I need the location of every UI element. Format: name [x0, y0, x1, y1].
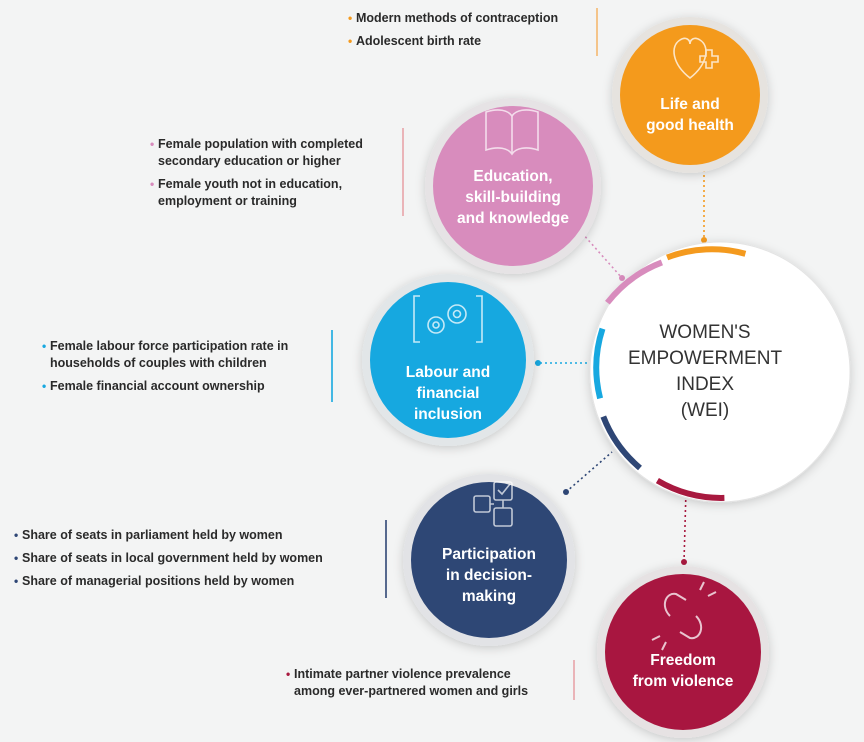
category-label-education: Education, skill-building and knowledge: [457, 167, 569, 227]
connector-lines: [530, 170, 707, 565]
indicator-item: •Intimate partner violence prevalence am…: [286, 666, 572, 700]
category-label-health: Life and good health: [646, 96, 734, 134]
indicator-item: •Modern methods of contraception: [348, 10, 594, 27]
arc-health: [666, 246, 747, 261]
indicator-item: •Share of seats in parliament held by wo…: [14, 527, 384, 544]
connector-dot-violence: [681, 559, 687, 565]
indicator-list-violence: •Intimate partner violence prevalence am…: [286, 666, 572, 706]
indicator-item: •Female labour force participation rate …: [42, 338, 330, 372]
category-circle-violence: [597, 566, 769, 738]
category-circle-decision: [403, 474, 575, 646]
heart-cross-icon: [673, 37, 719, 80]
category-label-decision: Participation in decision- making: [442, 545, 536, 605]
indicator-text: Female youth not in education, employmen…: [158, 177, 343, 208]
indicator-item: •Adolescent birth rate: [348, 33, 594, 50]
gears-icon: [413, 295, 483, 343]
bullet-education: •: [150, 177, 155, 191]
connector-education: [581, 232, 623, 279]
bullet-decision: •: [14, 551, 19, 565]
connector-dot-decision: [563, 489, 569, 495]
bullet-health: •: [348, 34, 353, 48]
broken-chain-icon: [651, 581, 717, 651]
book-icon: [485, 109, 539, 156]
arc-education: [605, 259, 664, 305]
indicator-text: Female financial account ownership: [50, 379, 265, 393]
center-circle: [589, 241, 851, 503]
category-label-labour: Labour and financial inclusion: [405, 363, 491, 423]
indicator-list-labour: •Female labour force participation rate …: [42, 338, 330, 401]
indicator-list-health: •Modern methods of contraception •Adoles…: [348, 10, 594, 56]
indicator-text: Share of seats in parliament held by wom…: [22, 528, 283, 542]
bullet-decision: •: [14, 574, 19, 588]
connector-dot-education: [619, 275, 625, 281]
category-circles: [362, 17, 769, 738]
indicator-item: •Share of seats in local government held…: [14, 550, 384, 567]
bullet-education: •: [150, 137, 155, 151]
connector-dot-labour: [535, 360, 541, 366]
arc-violence: [655, 477, 725, 501]
connector-decision: [565, 451, 613, 493]
category-label-violence: Freedom from violence: [632, 652, 734, 690]
bullet-labour: •: [42, 379, 47, 393]
bullet-health: •: [348, 11, 353, 25]
indicator-list-education: •Female population with completed second…: [150, 136, 400, 216]
indicator-text: Modern methods of contraception: [356, 11, 559, 25]
indicator-item: •Share of managerial positions held by w…: [14, 573, 384, 590]
decision-checklist-icon: [473, 481, 513, 527]
connector-violence: [683, 489, 687, 563]
connector-dot-health: [701, 237, 707, 243]
indicator-text: Share of seats in local government held …: [22, 551, 323, 565]
indicator-text: Intimate partner violence prevalence amo…: [294, 667, 529, 698]
indicator-text: Female population with completed seconda…: [158, 137, 363, 168]
indicator-item: •Female youth not in education, employme…: [150, 176, 400, 210]
arc-labour: [593, 327, 606, 400]
arc-decision: [600, 415, 642, 471]
index-arc-segments: [593, 246, 747, 501]
indicator-text: Female labour force participation rate i…: [50, 339, 289, 370]
indicator-item: •Female financial account ownership: [42, 378, 330, 395]
indicator-text: Share of managerial positions held by wo…: [22, 574, 295, 588]
bullet-labour: •: [42, 339, 47, 353]
category-circle-education: [425, 98, 601, 274]
indicator-list-decision: •Share of seats in parliament held by wo…: [14, 527, 384, 596]
bullet-violence: •: [286, 667, 291, 681]
category-circle-labour: [362, 274, 534, 446]
indicator-divider-bars: [331, 8, 598, 700]
category-circle-health: [612, 17, 768, 173]
indicator-text: Adolescent birth rate: [356, 34, 482, 48]
bullet-decision: •: [14, 528, 19, 542]
wei-title: WOMEN'S EMPOWERMENT INDEX (WEI): [627, 322, 783, 421]
indicator-item: •Female population with completed second…: [150, 136, 400, 170]
